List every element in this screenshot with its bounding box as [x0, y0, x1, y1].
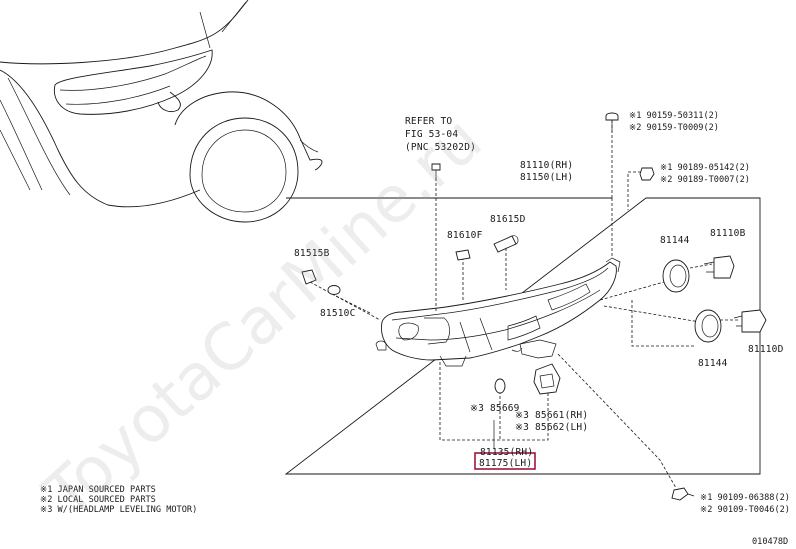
nut-top-1: ※1 90189-05142(2) [660, 163, 750, 173]
label-81110d: 81110D [748, 344, 784, 355]
label-81144-b: 81144 [698, 358, 728, 369]
screw-top-2: ※2 90159-T0009(2) [629, 123, 719, 133]
cap-81144-a [662, 259, 690, 293]
headlamp-assembly [375, 257, 621, 367]
label-85669: ※3 85669 [470, 403, 520, 414]
highlight-box [474, 452, 536, 470]
label-81610f: 81610F [447, 230, 483, 241]
screw-bottom-2: ※2 90109-T0046(2) [700, 505, 790, 515]
label-81110b: 81110B [710, 228, 746, 239]
figure-code: 010478D [752, 537, 788, 547]
bulb-81615d [493, 235, 519, 253]
nut-top-icon [639, 167, 655, 181]
screw-bottom-icon [671, 487, 695, 501]
refer-line3: (PNC 53202D) [405, 142, 476, 153]
label-81515b: 81515B [294, 248, 330, 259]
label-85662: ※3 85662(LH) [515, 422, 588, 433]
leader-81515b [309, 281, 381, 321]
label-85661: ※3 85661(RH) [515, 410, 588, 421]
legend-1: ※1 JAPAN SOURCED PARTS [40, 485, 156, 495]
socket-81610f [455, 249, 471, 261]
leader-81144b [631, 300, 696, 347]
label-81144-a: 81144 [660, 235, 690, 246]
nut-top-2: ※2 90189-T0007(2) [660, 175, 750, 185]
legend-2: ※2 LOCAL SOURCED PARTS [40, 495, 156, 505]
refer-line2: FIG 53-04 [405, 129, 458, 140]
bulb-81510c [327, 285, 341, 295]
bolt-refer [431, 163, 441, 180]
label-81615d: 81615D [490, 214, 526, 225]
cap-81144-b [694, 309, 722, 343]
motor-85661 [533, 363, 561, 395]
leader-bottom-screw [557, 353, 677, 489]
label-81150-lh: 81150(LH) [520, 172, 573, 183]
bulb-81110d [733, 309, 767, 333]
label-81510c: 81510C [320, 308, 356, 319]
screw-top-1: ※1 90159-50311(2) [629, 111, 719, 121]
clip-81515b [301, 269, 317, 285]
label-81110-rh: 81110(RH) [520, 160, 573, 171]
leader-81144a [599, 281, 665, 301]
leader-81110b [689, 263, 713, 269]
screw-top-icon [605, 112, 619, 132]
screw-bottom-1: ※1 90109-06388(2) [700, 493, 790, 503]
leader-81144b-b [603, 305, 701, 323]
vehicle-sketch [0, 0, 323, 223]
legend-3: ※3 W/(HEADLAMP LEVELING MOTOR) [40, 505, 197, 515]
refer-line1: REFER TO [405, 116, 452, 127]
label-81175: 81175(LH) [479, 458, 532, 469]
leader-nut [627, 171, 646, 210]
assembly-frame [284, 197, 761, 475]
bulb-81110b [703, 255, 735, 279]
packing-85669 [494, 378, 506, 394]
label-81135: 81135(RH) [480, 447, 533, 458]
